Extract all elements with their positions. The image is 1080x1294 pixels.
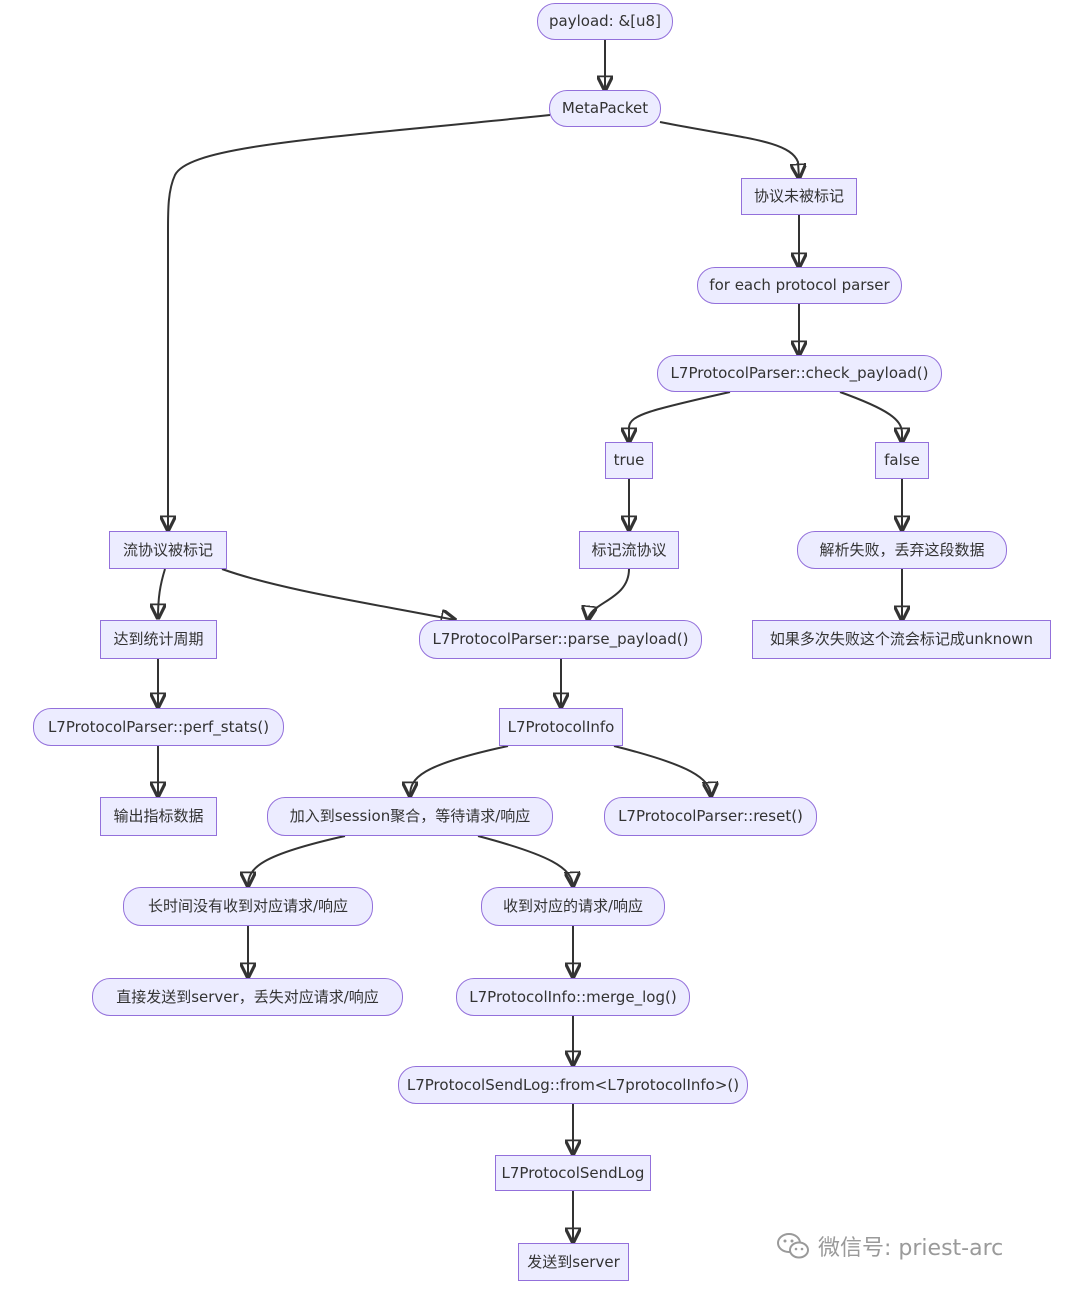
edge-check-true (629, 391, 731, 442)
node-check-payload: L7ProtocolParser::check_payload() (657, 355, 942, 392)
node-true: true (605, 442, 653, 479)
node-direct-send: 直接发送到server，丢失对应请求/响应 (92, 978, 403, 1016)
node-protocol-unmarked: 协议未被标记 (741, 178, 857, 215)
node-session-aggregate: 加入到session聚合，等待请求/响应 (267, 797, 553, 836)
edge-flowmarked-stats (158, 568, 165, 618)
node-stats-period: 达到统计周期 (100, 620, 217, 659)
edge-flowmarked-parse (221, 568, 455, 620)
edge-check-false (839, 391, 902, 442)
node-metapacket: MetaPacket (549, 90, 661, 127)
node-flow-marked: 流协议被标记 (109, 531, 227, 569)
node-payload: payload: &[u8] (537, 3, 673, 40)
edge-l7info-reset (613, 745, 711, 796)
node-parse-payload: L7ProtocolParser::parse_payload() (419, 620, 702, 659)
node-false: false (875, 442, 929, 479)
node-sendlog: L7ProtocolSendLog (495, 1155, 651, 1191)
node-received-response: 收到对应的请求/响应 (481, 887, 665, 926)
node-sendlog-from: L7ProtocolSendLog::from<L7protocolInfo>(… (398, 1066, 748, 1104)
node-parse-fail: 解析失败，丢弃这段数据 (797, 531, 1007, 569)
node-l7-protocol-info: L7ProtocolInfo (499, 708, 623, 746)
edge-l7info-session (410, 745, 509, 796)
watermark: 微信号: priest-arc (776, 1226, 1003, 1266)
node-mark-flow-protocol: 标记流协议 (579, 531, 679, 569)
watermark-text: 微信号: priest-arc (818, 1236, 1004, 1261)
edge-metapacket-unmarked (659, 121, 799, 178)
node-long-time-no-response: 长时间没有收到对应请求/响应 (123, 887, 373, 926)
edge-mark-parse (588, 568, 630, 620)
edge-metapacket-flowmarked (168, 114, 551, 530)
edge-session-longtime (248, 835, 346, 886)
node-send-to-server: 发送到server (518, 1243, 629, 1281)
edge-session-received (477, 835, 573, 886)
wechat-icon (777, 1233, 809, 1259)
node-merge-log: L7ProtocolInfo::merge_log() (456, 978, 690, 1016)
node-unknown-mark: 如果多次失败这个流会标记成unknown (752, 620, 1051, 659)
node-for-each-parser: for each protocol parser (697, 267, 902, 304)
node-output-metrics: 输出指标数据 (100, 797, 217, 836)
node-reset: L7ProtocolParser::reset() (604, 797, 817, 836)
node-perf-stats: L7ProtocolParser::perf_stats() (33, 708, 284, 746)
